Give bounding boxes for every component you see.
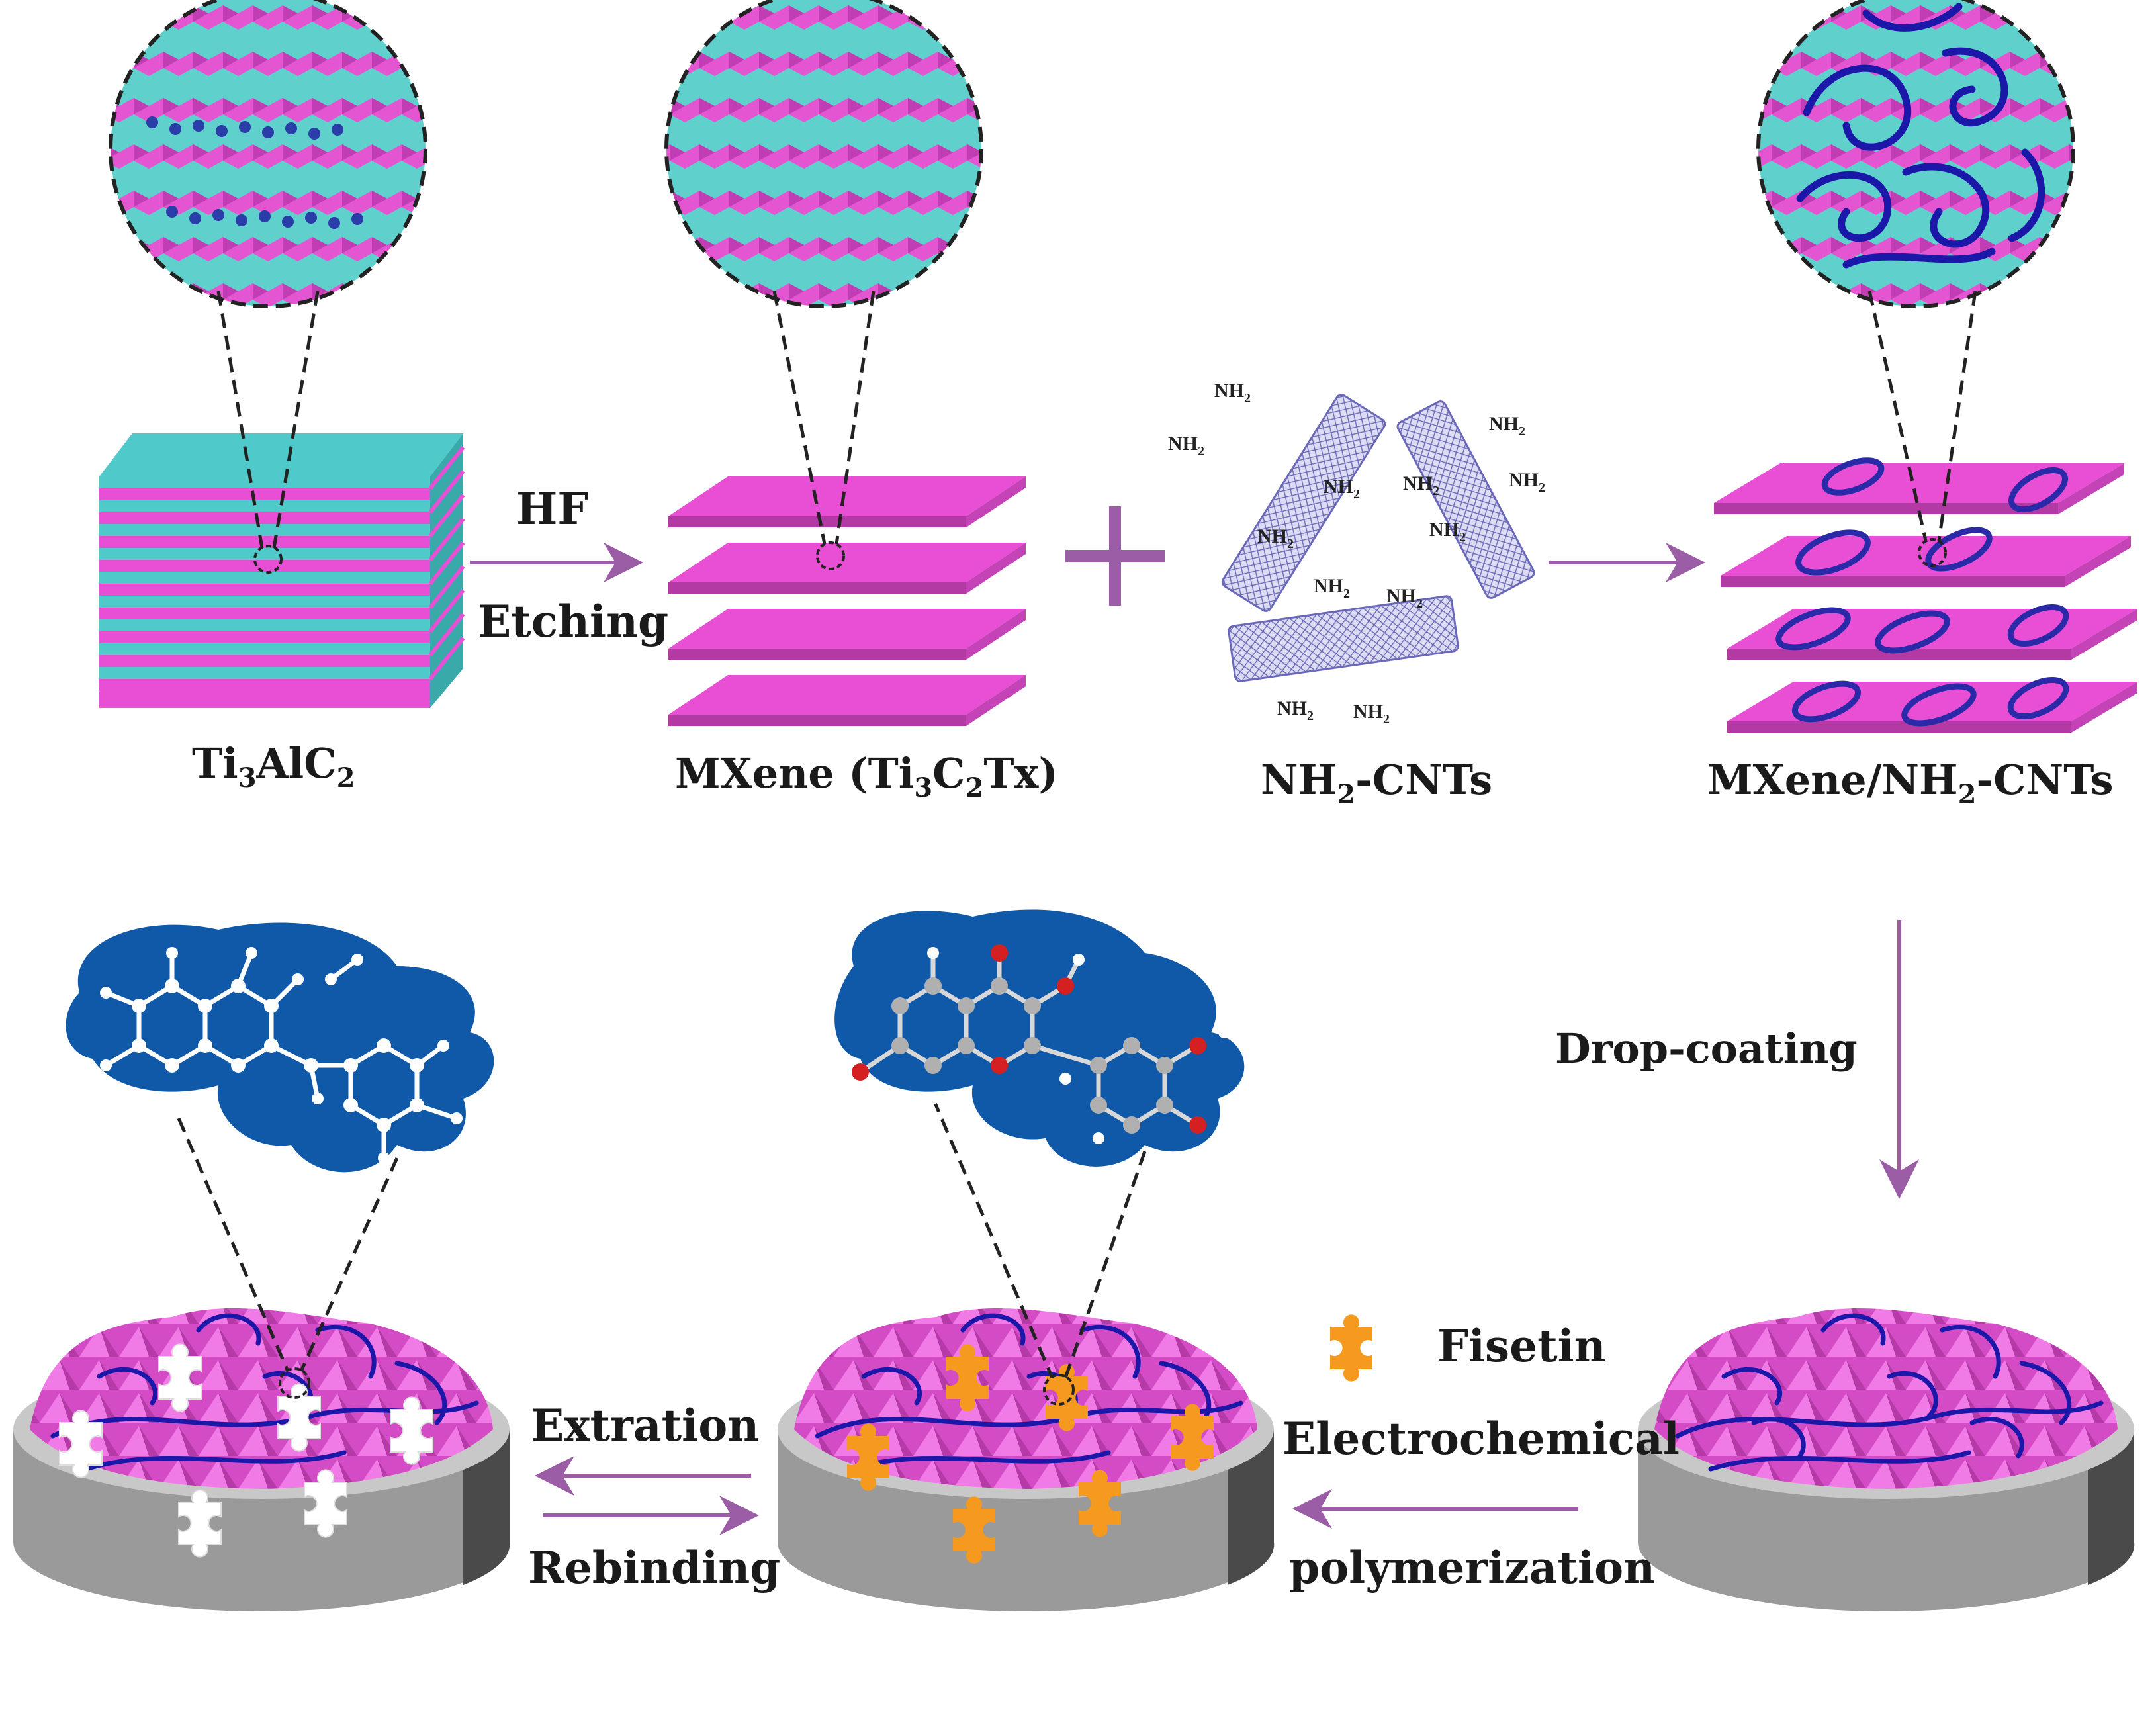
amine-label: NH2 [1489, 413, 1525, 439]
nh2-cnts: NH2 NH2 NH2 NH2 NH2 NH2 NH2 NH2 NH2 NH2 … [1168, 380, 1545, 727]
amine-label: NH2 [1386, 585, 1423, 611]
label-mxene: MXene (Ti3C2Tx) [675, 749, 1058, 803]
electrode-coated [1638, 1308, 2135, 1611]
amine-label: NH2 [1168, 433, 1204, 459]
template-cavity-molecule [66, 922, 494, 1173]
label-electrochemical: Electrochemical [1282, 1413, 1680, 1464]
label-etching: Etching [478, 596, 669, 647]
zoom-ti3alc2 [109, 0, 427, 308]
label-composite: MXene/NH2-CNTs [1707, 756, 2114, 810]
plus-icon [1065, 506, 1165, 606]
amine-label: NH2 [1214, 380, 1251, 406]
amine-label: NH2 [1403, 472, 1439, 498]
label-extration: Extration [531, 1400, 760, 1451]
amine-label: NH2 [1277, 698, 1314, 723]
label-hf: HF [516, 483, 589, 535]
zoom-mxene [664, 0, 983, 308]
fisetin-legend-icon [1330, 1314, 1372, 1382]
amine-label: NH2 [1314, 575, 1350, 601]
label-ti3alc2: Ti3AlC2 [192, 739, 355, 793]
label-drop-coating: Drop-coating [1555, 1024, 1858, 1073]
label-nh2-cnts: NH2-CNTs [1261, 756, 1492, 810]
label-fisetin: Fisetin [1437, 1320, 1606, 1372]
puzzle-template-icon [59, 1343, 433, 1558]
electrode-fisetin-bound [778, 1098, 1275, 1611]
fisetin-puzzle-icon [847, 1344, 1214, 1564]
fisetin-molecule [834, 909, 1245, 1167]
amine-label: NH2 [1429, 519, 1466, 545]
amine-label: NH2 [1257, 525, 1294, 551]
label-rebinding: Rebinding [528, 1542, 781, 1594]
ti3alc2-stack [99, 291, 465, 708]
zoom-composite [1756, 0, 2075, 308]
mxene-sheets [668, 291, 1026, 726]
label-polymerization: polymerization [1289, 1542, 1656, 1594]
amine-label: NH2 [1353, 701, 1390, 727]
amine-label: NH2 [1509, 469, 1545, 495]
electrode-template-removed [13, 1118, 510, 1611]
amine-label: NH2 [1324, 476, 1360, 502]
composite-sheets [1714, 291, 2137, 733]
